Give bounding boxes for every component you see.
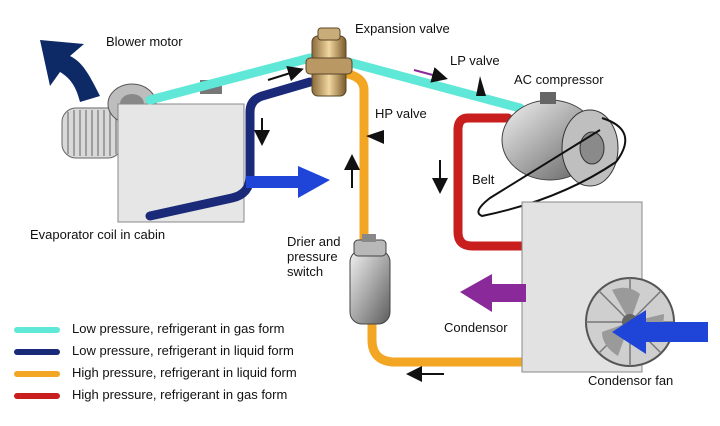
cabin-airflow-arrow xyxy=(246,166,330,198)
legend-swatch xyxy=(14,327,60,333)
hp-valve-label: HP valve xyxy=(375,106,427,121)
lp-valve-label: LP valve xyxy=(450,53,500,68)
ac-compressor-label: AC compressor xyxy=(514,72,604,87)
legend-label: Low pressure, refrigerant in liquid form xyxy=(72,343,294,358)
drier-label: Drier and pressure switch xyxy=(287,234,341,279)
legend-item: High pressure, refrigerant in liquid for… xyxy=(14,364,334,386)
hp-valve-icon xyxy=(366,130,384,144)
lp-valve-icon xyxy=(476,76,486,96)
condensor-purple-airflow-arrow xyxy=(460,274,526,312)
condensor-fan-label: Condensor fan xyxy=(588,373,674,388)
legend-swatch xyxy=(14,371,60,377)
legend-label: High pressure, refrigerant in liquid for… xyxy=(72,365,297,380)
legend-swatch xyxy=(14,349,60,355)
belt-icon xyxy=(477,117,627,218)
legend-swatch xyxy=(14,393,60,399)
pipe-low-gas-evap xyxy=(145,53,315,105)
legend-item: Low pressure, refrigerant in liquid form xyxy=(14,342,334,364)
belt-label: Belt xyxy=(472,172,495,187)
flow-arrow-top-left xyxy=(267,65,304,82)
drier-icon xyxy=(349,234,391,325)
pipe-high-liquid-up xyxy=(343,69,369,245)
ac-compressor-icon xyxy=(501,92,619,187)
flow-arrow-to-lp xyxy=(413,67,448,83)
legend-item: High pressure, refrigerant in gas form xyxy=(14,386,334,408)
legend-item: Low pressure, refrigerant in gas form xyxy=(14,320,334,342)
pipe-low-gas-comp xyxy=(343,57,525,113)
blower-airflow-arrow xyxy=(40,40,100,102)
condensor-label: Condensor xyxy=(444,320,508,335)
legend-label: High pressure, refrigerant in gas form xyxy=(72,387,288,402)
legend: Low pressure, refrigerant in gas form Lo… xyxy=(14,320,334,408)
legend-label: Low pressure, refrigerant in gas form xyxy=(72,321,285,336)
condensor-fan-airflow-arrow xyxy=(612,310,708,354)
evaporator-label: Evaporator coil in cabin xyxy=(30,227,166,242)
expansion-valve-label: Expansion valve xyxy=(355,21,450,36)
pipe-high-gas xyxy=(453,113,537,251)
pipe-low-liquid xyxy=(145,77,315,221)
expansion-valve-icon xyxy=(305,27,353,97)
blower-motor-label: Blower motor xyxy=(106,34,183,49)
